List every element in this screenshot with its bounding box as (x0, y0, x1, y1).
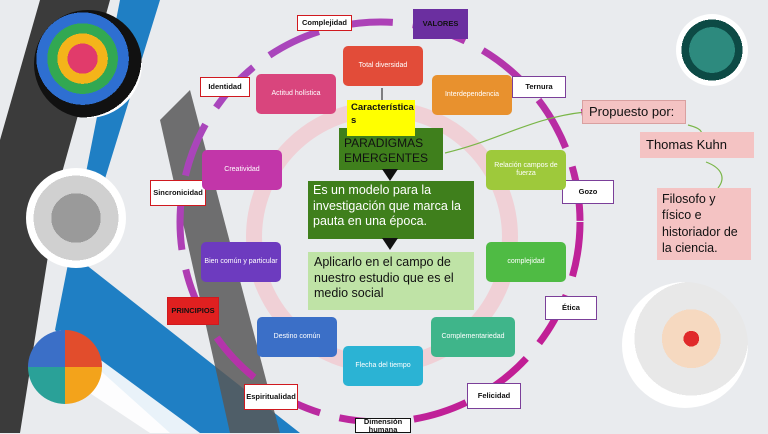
pie-chart-image (28, 330, 102, 404)
label-identidad: Identidad (200, 77, 250, 97)
author-box: Thomas Kuhn (640, 132, 754, 158)
head-collage-image (34, 10, 142, 118)
card-actitud-holistica: Actitud holística (256, 74, 336, 114)
label-sincronicidad: Sincronicidad (150, 180, 206, 206)
card-complementariedad: Complementariedad (431, 317, 515, 357)
label-felicidad: Felicidad (467, 383, 521, 409)
down-arrow-1 (382, 169, 398, 181)
connector-curve-2 (705, 161, 723, 189)
label-gozo: Gozo (562, 180, 614, 204)
cartoon-head-image (676, 14, 748, 86)
card-bien-comun: Bien común y particular (201, 242, 281, 282)
down-arrow-2 (382, 238, 398, 250)
label-ternura: Ternura (512, 76, 566, 98)
card-complejidad: complejidad (486, 242, 566, 282)
card-flecha-tiempo: Flecha del tiempo (343, 346, 423, 386)
propuesto-por-box: Propuesto por: (582, 100, 686, 124)
gear-head-image (26, 168, 126, 268)
description-box: Filosofo y físico e historiador de la ci… (657, 188, 751, 260)
card-creatividad: Creatividad (202, 150, 282, 190)
label-dimension-humana: Dimensión humana (355, 418, 411, 433)
caracteristicas-box: Característica s (347, 100, 415, 136)
definition-box: Es un modelo para la investigación que m… (308, 181, 474, 239)
card-total-diversidad: Total diversidad (343, 46, 423, 86)
card-destino-comun: Destino común (257, 317, 337, 357)
dark-ribbon (0, 0, 110, 433)
scientist-image (622, 282, 748, 408)
label-complejidad: Complejidad (297, 15, 352, 31)
card-relacion-campos: Relación campos de fuerza (486, 150, 566, 190)
card-interdependencia: Interdependencia (432, 75, 512, 115)
label-principios: PRINCIPIOS (167, 297, 219, 325)
label-etica: Ética (545, 296, 597, 320)
label-espiritualidad: Espiritualidad (244, 384, 298, 410)
connector-arrow (444, 108, 589, 154)
application-box: Aplicarlo en el campo de nuestro estudio… (308, 252, 474, 310)
label-valores: VALORES (413, 9, 468, 39)
